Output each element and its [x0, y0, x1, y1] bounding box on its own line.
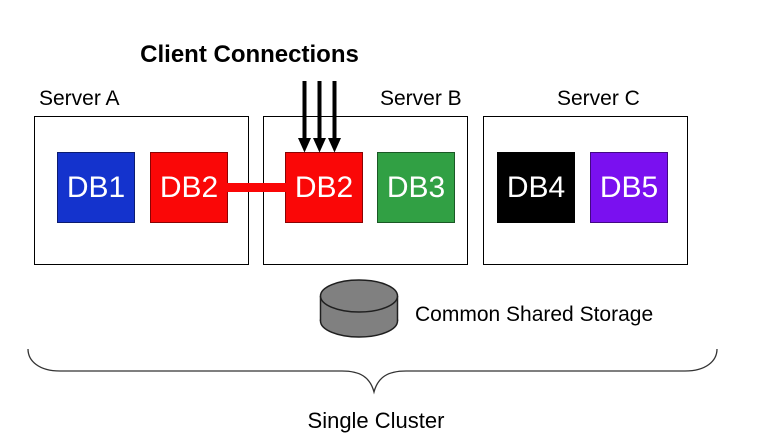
db-box-db4: DB4	[497, 152, 575, 223]
server-a-label: Server A	[39, 87, 120, 110]
database-cylinder-icon	[319, 279, 399, 338]
server-c-label: Server C	[557, 87, 640, 110]
db-box-db2-server-b: DB2	[285, 152, 363, 223]
db-box-db1: DB1	[57, 152, 135, 223]
shared-storage-label: Common Shared Storage	[415, 303, 654, 326]
page-title: Client Connections	[140, 41, 359, 68]
cluster-brace-icon	[27, 348, 718, 395]
single-cluster-label: Single Cluster	[307, 408, 445, 433]
db-box-db2-server-a: DB2	[150, 152, 228, 223]
db-box-db5: DB5	[590, 152, 668, 223]
server-b-label: Server B	[380, 87, 462, 110]
db-box-db3: DB3	[377, 152, 455, 223]
